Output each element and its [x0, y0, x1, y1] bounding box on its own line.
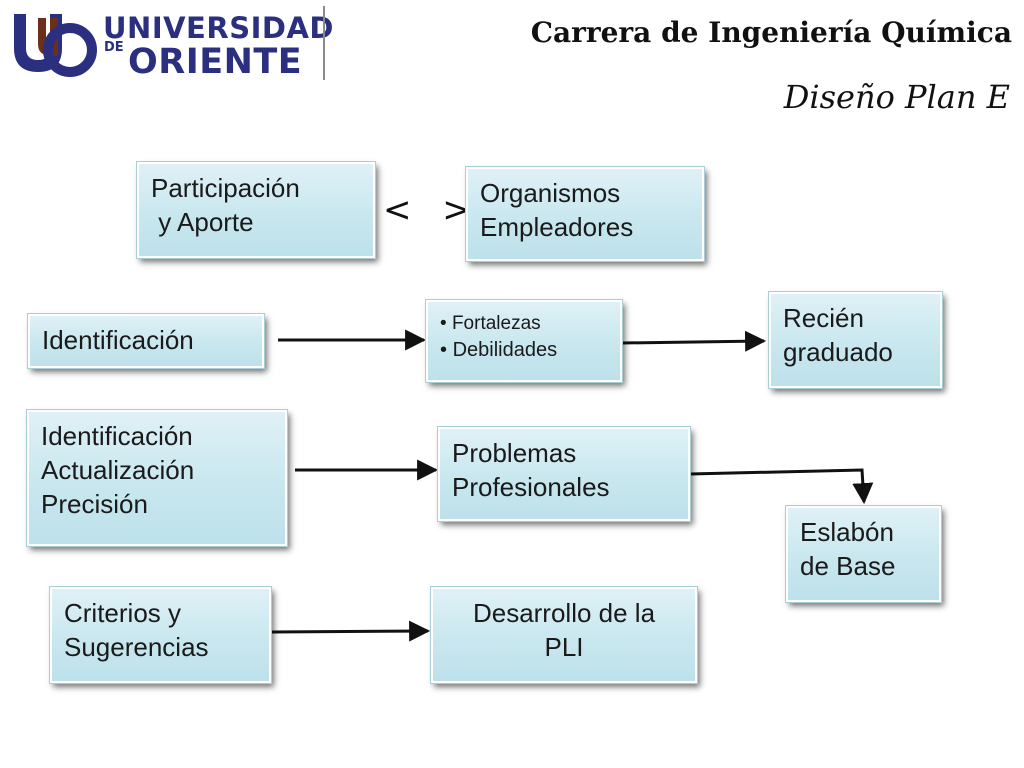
- university-emblem-icon: [14, 14, 97, 77]
- box-participacion: Participación y Aporte: [137, 162, 375, 258]
- bullet-debilidades: Debilidades: [440, 337, 608, 363]
- arrow-criterios-to-desarrollo: [271, 620, 431, 642]
- box-criterios-sugerencias: Criterios y Sugerencias: [50, 587, 271, 683]
- logo-divider: [323, 6, 325, 80]
- box-problemas-line-2: Profesionales: [452, 471, 610, 502]
- box-organismos-line-2: Empleadores: [480, 211, 634, 242]
- logo-line-de: DE: [104, 40, 124, 55]
- logo-line-oriente: ORIENTE: [128, 42, 303, 82]
- box-desarrollo-line-1: Desarrollo de la: [472, 598, 656, 628]
- box-participacion-line-2: y Aporte: [151, 206, 254, 237]
- bullet-fortalezas: Fortalezas: [440, 312, 608, 337]
- university-logo: UNIVERSIDAD DE ORIENTE: [8, 4, 333, 82]
- box-eslabon-line-1: Eslabón: [800, 517, 894, 547]
- box-participacion-line-1: Participación: [151, 173, 300, 203]
- box-identificacion2-line-1: Identificación: [41, 421, 193, 451]
- arrow-problemas-to-eslabon: [689, 468, 874, 505]
- box-recien-graduado: Recién graduado: [769, 292, 942, 388]
- box-fortalezas-debilidades: Fortalezas Debilidades: [426, 300, 622, 382]
- box-identificacion2-line-3: Precisión: [41, 488, 148, 519]
- box-recien-line-2: graduado: [783, 336, 893, 367]
- page-title: Carrera de Ingeniería Química: [530, 16, 1012, 49]
- page-subtitle: Diseño Plan E: [783, 78, 1010, 116]
- box-identificacion-line-1: Identificación: [42, 325, 194, 355]
- box-eslabon-de-base: Eslabón de Base: [786, 506, 941, 602]
- box-problemas-profesionales: Problemas Profesionales: [438, 427, 690, 521]
- box-eslabon-line-2: de Base: [800, 550, 896, 581]
- box-criterios-line-1: Criterios y: [64, 598, 182, 628]
- box-organismos-line-1: Organismos: [480, 178, 621, 208]
- arrow-fortalezas-to-recien: [621, 330, 767, 352]
- box-desarrollo-line-2: PLI: [544, 631, 584, 662]
- box-criterios-line-2: Sugerencias: [64, 631, 209, 662]
- box-problemas-line-1: Problemas: [452, 438, 577, 468]
- logo-line-universidad: UNIVERSIDAD: [103, 11, 334, 45]
- box-identificacion: Identificación: [28, 314, 264, 368]
- box-identificacion2-line-2: Actualización: [41, 454, 195, 485]
- box-desarrollo-pli: Desarrollo de la PLI: [431, 587, 697, 683]
- box-identificacion-actualizacion: Identificación Actualización Precisión: [27, 410, 287, 546]
- box-recien-line-1: Recién: [783, 303, 864, 333]
- fortalezas-bullet-list: Fortalezas Debilidades: [440, 312, 608, 363]
- box-organismos: Organismos Empleadores: [466, 167, 704, 261]
- relation-symbol: < >: [383, 190, 481, 230]
